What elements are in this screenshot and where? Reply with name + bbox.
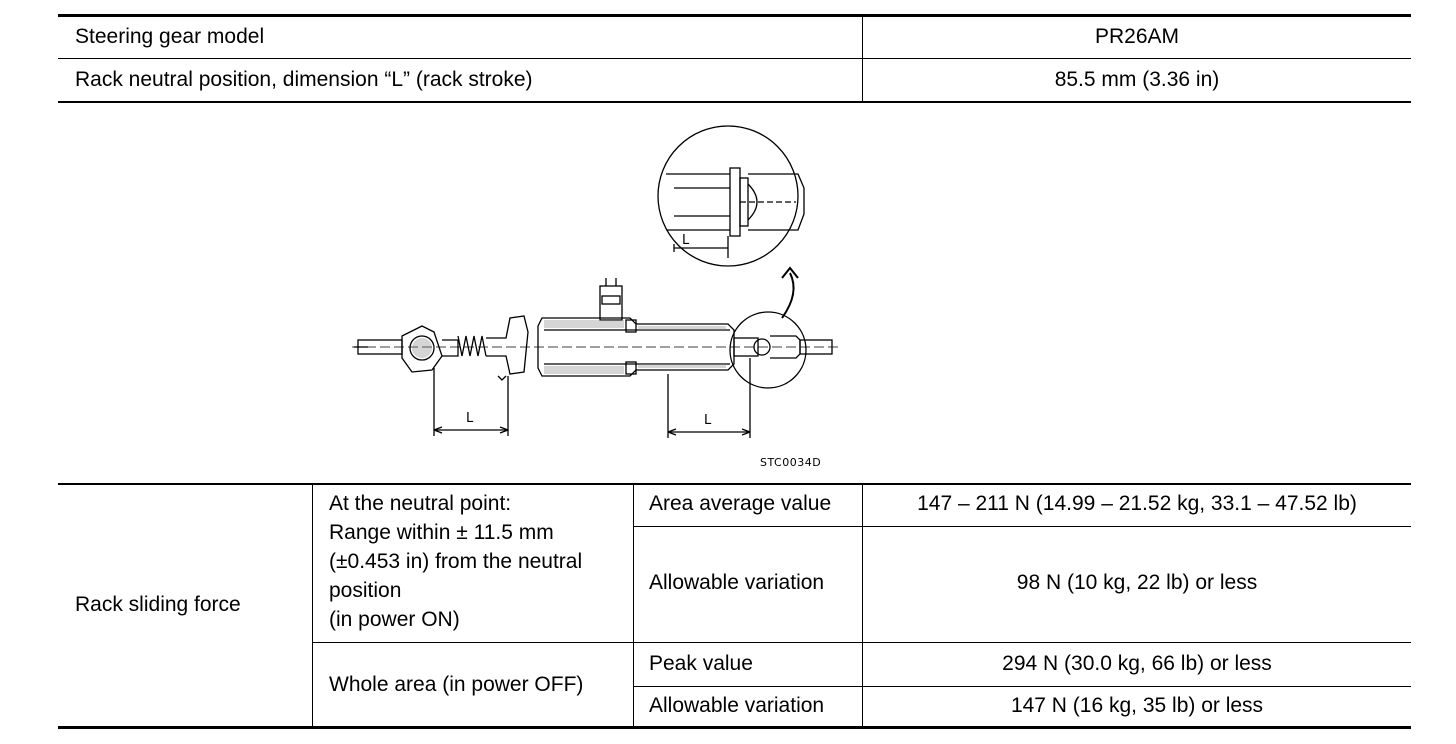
- item-value: 147 N (16 kg, 35 lb) or less: [1010, 694, 1264, 717]
- table-top-border: [58, 14, 1411, 17]
- column-divider: [312, 484, 313, 727]
- column-divider: [862, 484, 863, 727]
- condition-line: (±0.453 in) from the neutral: [329, 550, 583, 573]
- row-divider: [633, 686, 1411, 687]
- condition-line: position: [329, 579, 402, 602]
- item-name: Allowable variation: [649, 694, 825, 717]
- force-label: Rack sliding force: [75, 593, 241, 616]
- item-value: 147 – 211 N (14.99 – 21.52 kg, 33.1 – 47…: [917, 492, 1357, 515]
- left-dimension-label: L: [466, 411, 474, 426]
- condition-line: Range within ± 11.5 mm: [329, 521, 554, 544]
- force-table-top-border: [58, 483, 1411, 485]
- table-bottom-border: [58, 101, 1411, 103]
- item-value: 294 N (30.0 kg, 66 lb) or less: [1002, 652, 1272, 675]
- right-dimension-label: L: [704, 413, 712, 428]
- spec-value-gear-model: PR26AM: [1094, 25, 1180, 48]
- spec-label-gear-model: Steering gear model: [75, 25, 265, 48]
- item-name: Allowable variation: [649, 571, 825, 594]
- group-divider: [312, 642, 1411, 643]
- steering-rack-diagram: L L L: [352, 125, 842, 438]
- steering-gear-figure: L L L: [330, 118, 870, 478]
- force-table-bottom-border: [58, 726, 1411, 729]
- item-value: 98 N (10 kg, 22 lb) or less: [1016, 571, 1258, 594]
- item-name: Peak value: [649, 652, 753, 675]
- condition-power-off: Whole area (in power OFF): [329, 673, 584, 696]
- row-divider: [58, 58, 1411, 59]
- item-name: Area average value: [649, 492, 832, 515]
- row-divider: [633, 526, 1411, 527]
- condition-line: (in power ON): [329, 608, 460, 631]
- column-divider: [862, 16, 863, 102]
- detail-dimension-label: L: [682, 233, 690, 248]
- spec-label-rack-neutral: Rack neutral position, dimension “L” (ra…: [75, 68, 533, 91]
- column-divider: [633, 484, 634, 727]
- condition-line: At the neutral point:: [329, 492, 512, 515]
- spec-value-rack-neutral: 85.5 mm (3.36 in): [1054, 68, 1220, 91]
- detail-view-circle: [657, 125, 799, 267]
- figure-code: STC0034D: [760, 456, 822, 469]
